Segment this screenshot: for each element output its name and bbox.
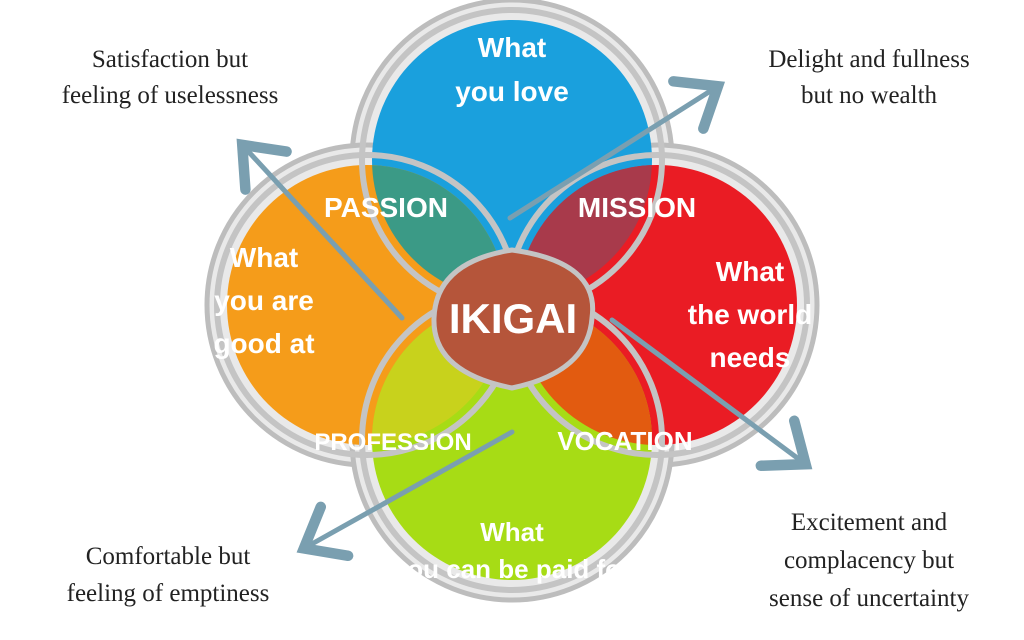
note-top-right-1: Delight and fullness (768, 46, 969, 73)
label-what-you-love-1: What (478, 32, 546, 63)
note-bottom-left-2: feeling of emptiness (67, 580, 270, 607)
label-good-at-1: What (230, 242, 298, 273)
arrows (236, 76, 813, 562)
arrow-bottom-right (609, 317, 813, 471)
region-mission (517, 165, 652, 300)
arrow-top-left (236, 138, 405, 321)
ikigai-center-region (431, 247, 596, 391)
arrow-bottom-left (296, 429, 515, 562)
label-vocation: VOCATION (557, 426, 692, 456)
note-top-left-2: feeling of uselessness (62, 82, 279, 109)
label-ikigai: IKIGAI (449, 295, 577, 342)
label-good-at-3: good at (213, 328, 314, 359)
region-profession (372, 300, 507, 445)
note-bottom-right-3: sense of uncertainty (769, 585, 969, 612)
label-mission: MISSION (578, 192, 696, 223)
region-vocation (517, 300, 652, 445)
note-bottom-right-2: complacency but (784, 547, 954, 574)
note-bottom-right-1: Excitement and (791, 509, 948, 536)
label-paid-for-1: What (480, 517, 544, 547)
arrow-top-right (507, 76, 726, 221)
label-world-needs-3: needs (710, 342, 791, 373)
label-good-at-2: you are (214, 285, 314, 316)
label-world-needs-2: the world (688, 299, 812, 330)
label-world-needs-1: What (716, 256, 784, 287)
label-paid-for-2: you can be paid for (393, 554, 631, 584)
note-bottom-left-1: Comfortable but (86, 543, 251, 570)
label-passion: PASSION (324, 192, 448, 223)
label-what-you-love-2: you love (455, 76, 569, 107)
note-top-left-1: Satisfaction but (92, 46, 248, 73)
region-passion (372, 165, 507, 300)
note-top-right-2: but no wealth (801, 82, 938, 109)
label-profession: PROFESSION (314, 429, 471, 456)
